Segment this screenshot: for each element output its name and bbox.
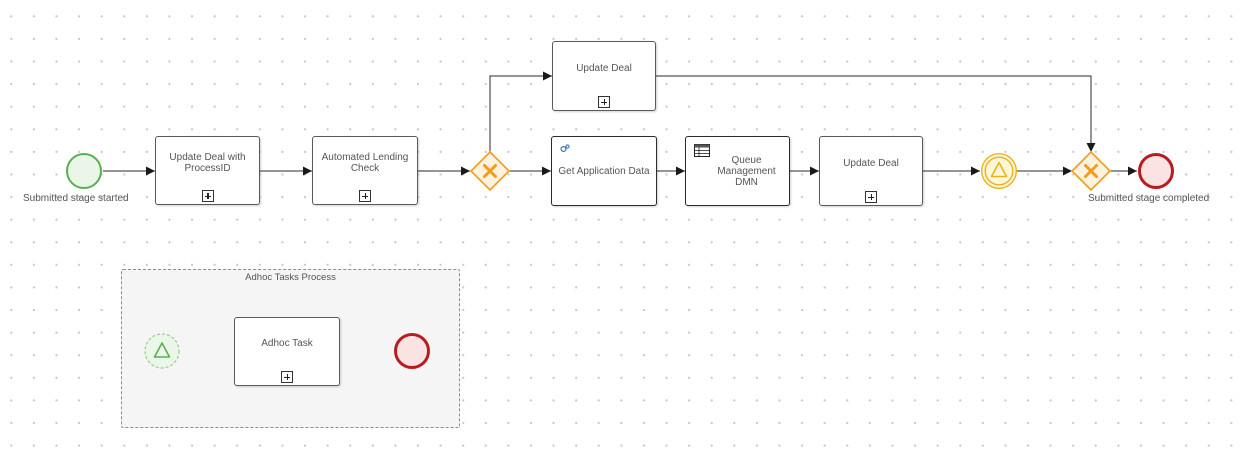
end-event[interactable] bbox=[1137, 152, 1175, 190]
exclusive-gateway-split[interactable] bbox=[470, 151, 510, 191]
triangle-signal-icon bbox=[153, 342, 171, 358]
intermediate-signal-event[interactable] bbox=[980, 152, 1018, 190]
subprocess-plus-icon[interactable] bbox=[598, 96, 610, 108]
start-event-label: Submitted stage started bbox=[23, 193, 129, 204]
task-label: Get Application Data bbox=[558, 165, 650, 177]
subprocess-plus-icon[interactable] bbox=[281, 371, 293, 383]
x-exclusive-gateway-icon bbox=[1084, 164, 1098, 178]
adhoc-pool-title: Adhoc Tasks Process bbox=[245, 272, 336, 283]
task-label: Update Deal bbox=[843, 157, 899, 169]
table-business-rule-icon bbox=[694, 144, 710, 157]
subprocess-plus-icon[interactable] bbox=[865, 191, 877, 203]
start-event[interactable] bbox=[65, 152, 103, 190]
adhoc-start-signal-event[interactable] bbox=[143, 332, 181, 370]
exclusive-gateway-merge[interactable] bbox=[1071, 151, 1111, 191]
adhoc-end-event[interactable] bbox=[393, 332, 431, 370]
task-label: Update Deal with ProcessID bbox=[169, 151, 246, 174]
task-update-deal-lower[interactable]: Update Deal bbox=[819, 136, 923, 206]
task-label: Update Deal bbox=[576, 62, 632, 74]
task-adhoc-task[interactable]: Adhoc Task bbox=[234, 317, 340, 386]
subprocess-plus-icon[interactable] bbox=[201, 190, 214, 202]
triangle-signal-icon bbox=[990, 161, 1008, 178]
subprocess-plus-icon[interactable] bbox=[359, 190, 371, 202]
gears-service-icon bbox=[560, 144, 570, 153]
flow-upper-to-merge-gateway[interactable] bbox=[656, 75, 1096, 152]
end-event-label: Submitted stage completed bbox=[1088, 193, 1210, 204]
flow-gateway-to-update-deal-upper[interactable] bbox=[489, 71, 552, 152]
task-label: Adhoc Task bbox=[261, 338, 313, 349]
task-label: Queue Management DMN bbox=[717, 154, 776, 188]
task-update-deal-process-id[interactable]: Update Deal with ProcessID bbox=[155, 136, 260, 205]
task-queue-management-dmn[interactable]: Queue Management DMN bbox=[685, 136, 790, 206]
task-automated-lending-check[interactable]: Automated Lending Check bbox=[312, 136, 418, 205]
x-exclusive-gateway-icon bbox=[483, 164, 497, 178]
task-label: Automated Lending Check bbox=[321, 151, 409, 174]
task-get-application-data[interactable]: Get Application Data bbox=[551, 136, 657, 206]
task-update-deal-upper[interactable]: Update Deal bbox=[552, 41, 656, 111]
